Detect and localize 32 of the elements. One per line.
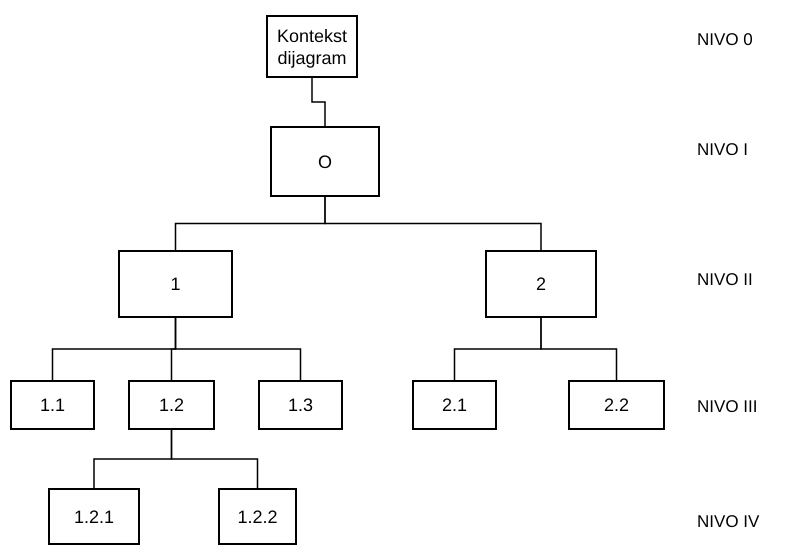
process-box xyxy=(258,380,343,430)
connector-line xyxy=(540,318,618,380)
connector-line xyxy=(324,197,542,250)
process-box xyxy=(568,380,665,430)
box-label: 1 xyxy=(170,273,180,295)
box-label: 1.2 xyxy=(158,394,184,416)
box-label: 1.3 xyxy=(288,394,314,416)
process-box xyxy=(266,15,358,78)
level-label: NIVO 0 xyxy=(697,30,753,50)
box-label: 2.1 xyxy=(442,394,468,416)
connector-line xyxy=(170,430,258,488)
box-label: 1.2.2 xyxy=(237,506,278,528)
process-box xyxy=(412,380,497,430)
level-label: NIVO II xyxy=(697,270,753,290)
process-box xyxy=(485,250,597,318)
connector-line xyxy=(174,318,302,380)
process-box xyxy=(10,380,95,430)
box-label: Kontekst dijagram xyxy=(276,24,348,68)
process-box xyxy=(128,380,215,430)
level-label: NIVO IV xyxy=(697,512,760,532)
level-label: NIVO I xyxy=(697,140,748,160)
box-label: 1.2.1 xyxy=(74,506,114,528)
process-box xyxy=(270,126,380,197)
level-label: NIVO III xyxy=(697,397,758,417)
box-label: 2.2 xyxy=(604,394,630,416)
box-label: O xyxy=(318,150,332,172)
process-box xyxy=(48,488,140,545)
process-box xyxy=(218,488,297,545)
box-label: 2 xyxy=(536,273,546,295)
connector-line xyxy=(311,78,326,126)
process-box xyxy=(118,250,233,318)
box-label: 1.1 xyxy=(40,394,66,416)
